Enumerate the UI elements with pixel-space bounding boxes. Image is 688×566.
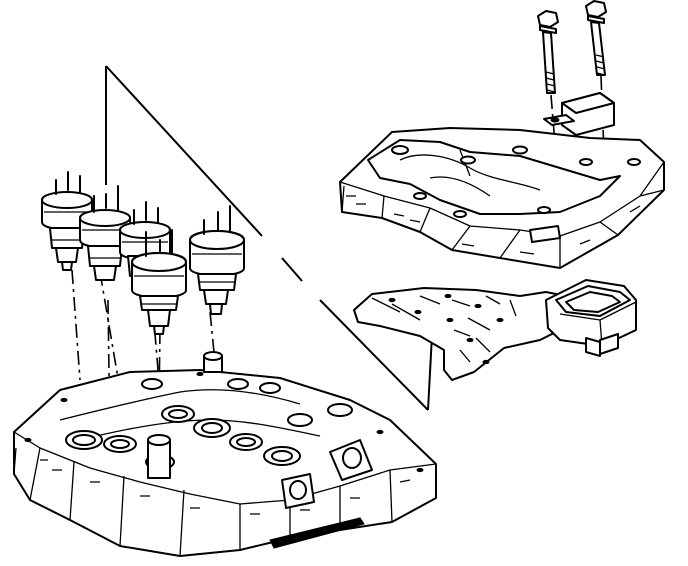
- solenoid-5: [189, 205, 245, 315]
- gasket-leader-line: [427, 334, 433, 411]
- solenoid-4: [131, 229, 187, 335]
- retainer-bracket: [543, 92, 615, 136]
- valve-body-upper: [339, 127, 665, 269]
- bolt-right: [585, 0, 607, 76]
- gasket-holes: [388, 293, 504, 365]
- guide-lines: [105, 65, 433, 411]
- solenoid-2: [79, 185, 131, 281]
- diagonal-leader-line-lower: [319, 299, 429, 411]
- pressure-switch-assembly: [353, 279, 637, 381]
- valve-body-upper-ports: [391, 145, 641, 218]
- shift-solenoids: [41, 171, 245, 335]
- valve-body-lower-bolt-holes: [24, 371, 424, 473]
- valve-body-lower: [13, 351, 437, 557]
- diagonal-leader-line-upper: [105, 65, 263, 237]
- valve-body-lower-posts: [147, 351, 223, 479]
- lower-rail: [269, 517, 365, 549]
- electrical-connector: [545, 279, 637, 357]
- bolt-left: [537, 10, 559, 94]
- diagonal-leader-line-mid: [281, 257, 303, 282]
